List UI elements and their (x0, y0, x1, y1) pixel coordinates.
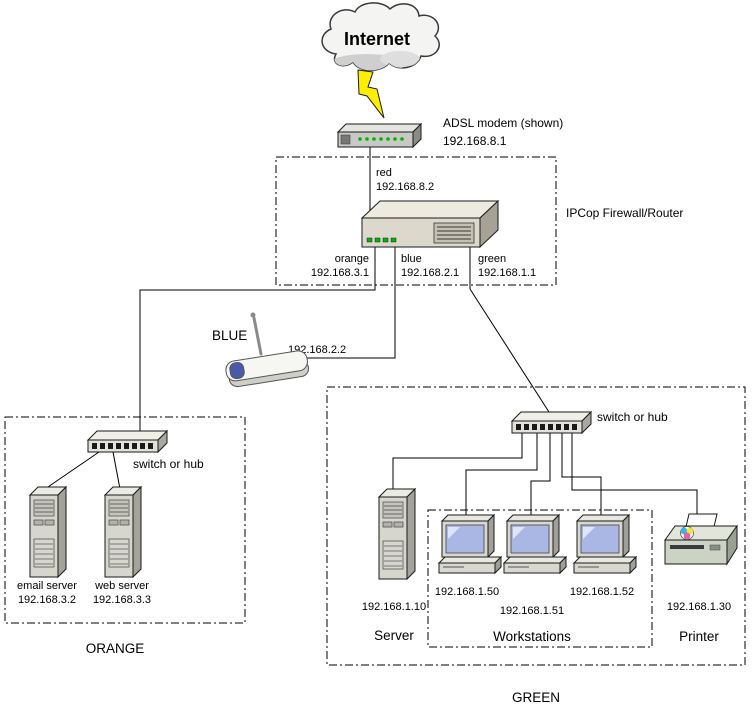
red-interface-ip: 192.168.8.2 (376, 181, 434, 193)
web-server-ip: 192.168.3.3 (93, 594, 151, 606)
orange-zone-label: ORANGE (86, 641, 145, 656)
internet-label: Internet (344, 29, 410, 49)
ipcop-zone-box (275, 156, 557, 286)
workstation-1-ip: 192.168.1.50 (435, 586, 499, 598)
email-server (29, 486, 67, 578)
green-switch-ws2-link (530, 433, 551, 516)
router-green-link (469, 247, 550, 413)
green-server-ip: 192.168.1.10 (362, 601, 426, 613)
green-switch-server-link (392, 433, 523, 491)
router-orange-link (139, 247, 376, 431)
connection-lines (44, 147, 698, 517)
orange-interface-ip: 192.168.3.1 (311, 267, 369, 279)
blue-interface-label: blue (401, 253, 422, 265)
workstation-2-ip: 192.168.1.51 (500, 605, 564, 617)
orange-switch-web-link (112, 451, 121, 490)
blue-interface-ip: 192.168.2.1 (401, 267, 459, 279)
lightning-bolt-icon (357, 69, 385, 119)
workstations-label: Workstations (493, 629, 571, 644)
green-interface-ip: 192.168.1.1 (478, 267, 536, 279)
web-server (104, 486, 142, 578)
antenna-icon (252, 316, 263, 356)
blue-zone-label: BLUE (212, 328, 247, 343)
orange-switch-email-link (44, 451, 100, 490)
modem-name-label: ADSL modem (shown) (443, 116, 563, 130)
router-blue-link (303, 247, 396, 359)
green-zone-label: GREEN (512, 690, 560, 705)
internet-cloud: Internet (321, 2, 440, 72)
printer-label: Printer (679, 629, 719, 644)
router-name-label: IPCop Firewall/Router (566, 206, 683, 220)
ipcop-router (360, 199, 500, 249)
modem-ip-label: 192.168.8.1 (443, 134, 507, 148)
web-server-label: web server (94, 580, 149, 592)
workstation-3-ip: 192.168.1.52 (570, 586, 634, 598)
green-switch (511, 411, 592, 434)
printer (664, 513, 738, 566)
green-switch-label: switch or hub (597, 410, 668, 424)
green-interface-label: green (478, 253, 506, 265)
green-server (378, 488, 416, 580)
workstations-box (427, 509, 653, 648)
green-switch-ws1-link (465, 433, 538, 516)
orange-switch (87, 430, 168, 453)
orange-switch-label: switch or hub (133, 457, 204, 471)
orange-interface-label: orange (335, 253, 369, 265)
wireless-access-point (225, 312, 310, 388)
green-switch-printer-link (571, 433, 698, 517)
printer-ip: 192.168.1.30 (667, 601, 731, 613)
green-server-label: Server (374, 628, 414, 643)
orange-zone-box (4, 416, 246, 624)
workstation-2 (503, 514, 567, 574)
workstation-1 (438, 514, 502, 574)
green-switch-ws3-link (561, 433, 602, 516)
email-server-ip: 192.168.3.2 (18, 594, 76, 606)
adsl-modem (336, 122, 423, 149)
red-interface-label: red (376, 167, 392, 179)
workstation-3 (573, 514, 637, 574)
email-server-label: email server (17, 580, 77, 592)
green-zone-box (326, 386, 746, 666)
